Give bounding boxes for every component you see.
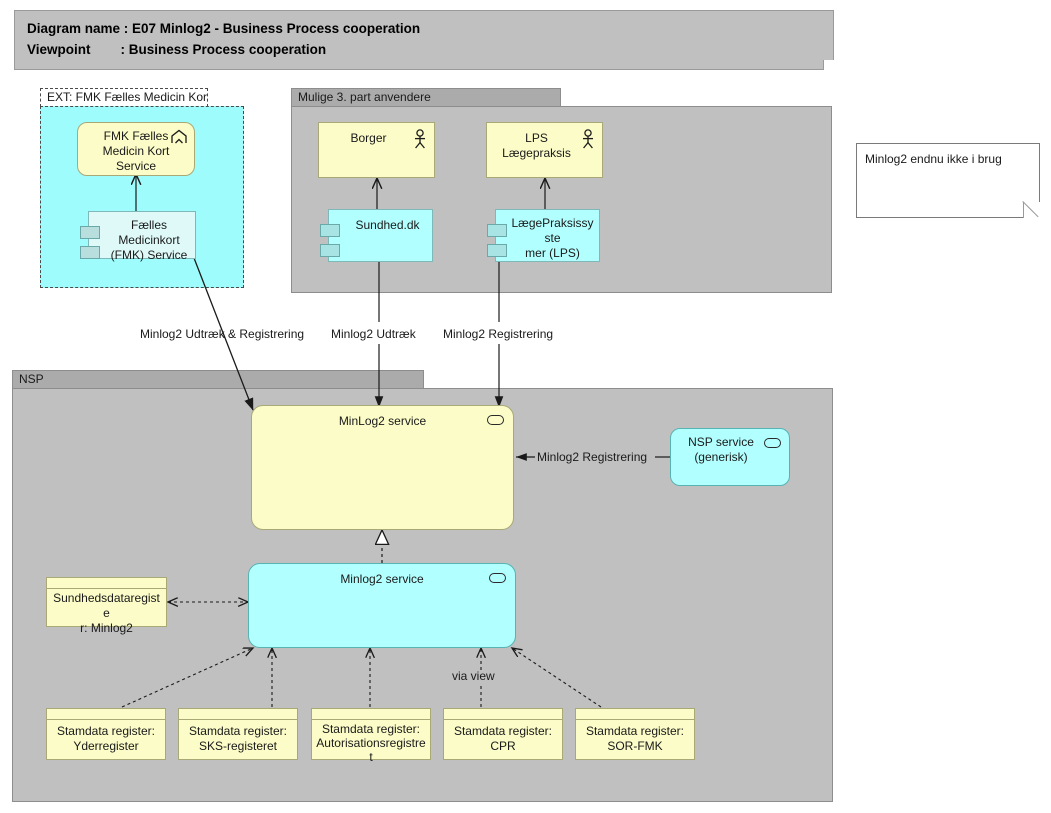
- group-third-party: Mulige 3. part anvendere: [291, 88, 832, 293]
- component-lug-top: [80, 226, 100, 239]
- node-stamdata-autorisation-label: Stamdata register: Autorisationsregistre…: [316, 722, 426, 764]
- node-sundhedsdataregister[interactable]: Sundhedsdataregiste r: Minlog2: [46, 577, 167, 635]
- component-lug-bottom: [80, 246, 100, 259]
- node-lps-actor-label: LPS Lægepraksis: [502, 131, 571, 160]
- node-fmk-service-label: FMK Fælles Medicin Kort Service: [102, 129, 170, 173]
- edge-label-via-view: via view: [452, 669, 495, 683]
- note-fold-corner: [1023, 202, 1040, 218]
- node-nsp-service-label: NSP service (generisk): [688, 435, 754, 464]
- edge-label-nsp-to-minlog2: Minlog2 Registrering: [537, 450, 648, 464]
- dataobj-header-band: [576, 709, 694, 720]
- node-lps-system[interactable]: LægePraksissyste mer (LPS): [487, 209, 600, 262]
- node-borger-label: Borger: [350, 131, 387, 145]
- diagram-title-banner: Diagram name : E07 Minlog2 - Business Pr…: [14, 10, 834, 70]
- node-lps-system-label: LægePraksissyste mer (LPS): [511, 216, 594, 260]
- edge-label-sundhed-to-minlog2: Minlog2 Udtræk: [331, 327, 416, 341]
- node-fmk-component-label: Fælles Medicinkort (FMK) Service: [110, 218, 188, 262]
- node-fmk-component[interactable]: Fælles Medicinkort (FMK) Service: [80, 211, 196, 262]
- dataobj-header-band: [47, 709, 165, 720]
- node-stamdata-autorisation[interactable]: Stamdata register: Autorisationsregistre…: [311, 708, 431, 764]
- note-minlog2-not-in-use: Minlog2 endnu ikke i brug: [856, 143, 1040, 218]
- archimate-service-icon: [171, 129, 187, 144]
- node-sundhedsdataregister-label: Sundhedsdataregiste r: Minlog2: [53, 591, 160, 635]
- group-ext-fmk-title: EXT: FMK Fælles Medicin Kort: [40, 88, 208, 107]
- node-stamdata-cpr[interactable]: Stamdata register: CPR: [443, 708, 563, 760]
- rounded-oval-icon: [487, 415, 504, 425]
- dataobj-header-band: [179, 709, 297, 720]
- node-stamdata-sor-fmk-label: Stamdata register: SOR-FMK: [585, 724, 685, 753]
- actor-icon: [583, 129, 593, 149]
- component-lug-bottom: [487, 244, 507, 257]
- rounded-oval-icon: [764, 438, 781, 448]
- rounded-oval-icon: [489, 573, 506, 583]
- dataobj-header-band: [312, 709, 430, 720]
- node-borger[interactable]: Borger: [318, 122, 435, 178]
- group-nsp-title: NSP: [12, 370, 424, 389]
- node-minlog2-service-label: Minlog2 service: [340, 572, 424, 586]
- component-lug-top: [320, 224, 340, 237]
- node-minlog2-service[interactable]: Minlog2 service: [248, 563, 516, 648]
- edge-label-lps-to-minlog2: Minlog2 Registrering: [443, 327, 554, 341]
- node-stamdata-yderregister-label: Stamdata register: Yderregister: [56, 724, 156, 753]
- viewpoint-line: Viewpoint : Business Process cooperation: [27, 42, 327, 57]
- group-third-party-title: Mulige 3. part anvendere: [291, 88, 561, 107]
- node-lps-actor[interactable]: LPS Lægepraksis: [486, 122, 603, 178]
- dataobj-header-band: [444, 709, 562, 720]
- node-stamdata-sks-label: Stamdata register: SKS-registeret: [188, 724, 288, 753]
- node-sundhed-dk-label: Sundhed.dk: [355, 218, 420, 232]
- banner-corner-notch: [823, 60, 834, 70]
- note-text: Minlog2 endnu ikke i brug: [865, 152, 1002, 166]
- actor-icon: [415, 129, 425, 149]
- edge-label-fmk-to-minlog2: Minlog2 Udtræk & Registrering: [140, 327, 305, 341]
- node-fmk-service[interactable]: FMK Fælles Medicin Kort Service: [77, 122, 195, 176]
- node-nsp-service[interactable]: NSP service (generisk): [670, 428, 790, 486]
- node-sundhed-dk[interactable]: Sundhed.dk: [320, 209, 433, 262]
- node-stamdata-sor-fmk[interactable]: Stamdata register: SOR-FMK: [575, 708, 695, 760]
- node-stamdata-cpr-label: Stamdata register: CPR: [453, 724, 553, 753]
- dataobj-header-band: [47, 578, 166, 589]
- node-stamdata-sks[interactable]: Stamdata register: SKS-registeret: [178, 708, 298, 760]
- component-lug-bottom: [320, 244, 340, 257]
- component-lug-top: [487, 224, 507, 237]
- node-minlog2-process[interactable]: MinLog2 service: [251, 405, 514, 530]
- node-stamdata-yderregister[interactable]: Stamdata register: Yderregister: [46, 708, 166, 760]
- node-minlog2-process-label: MinLog2 service: [338, 414, 427, 428]
- diagram-name-line: Diagram name : E07 Minlog2 - Business Pr…: [27, 21, 421, 36]
